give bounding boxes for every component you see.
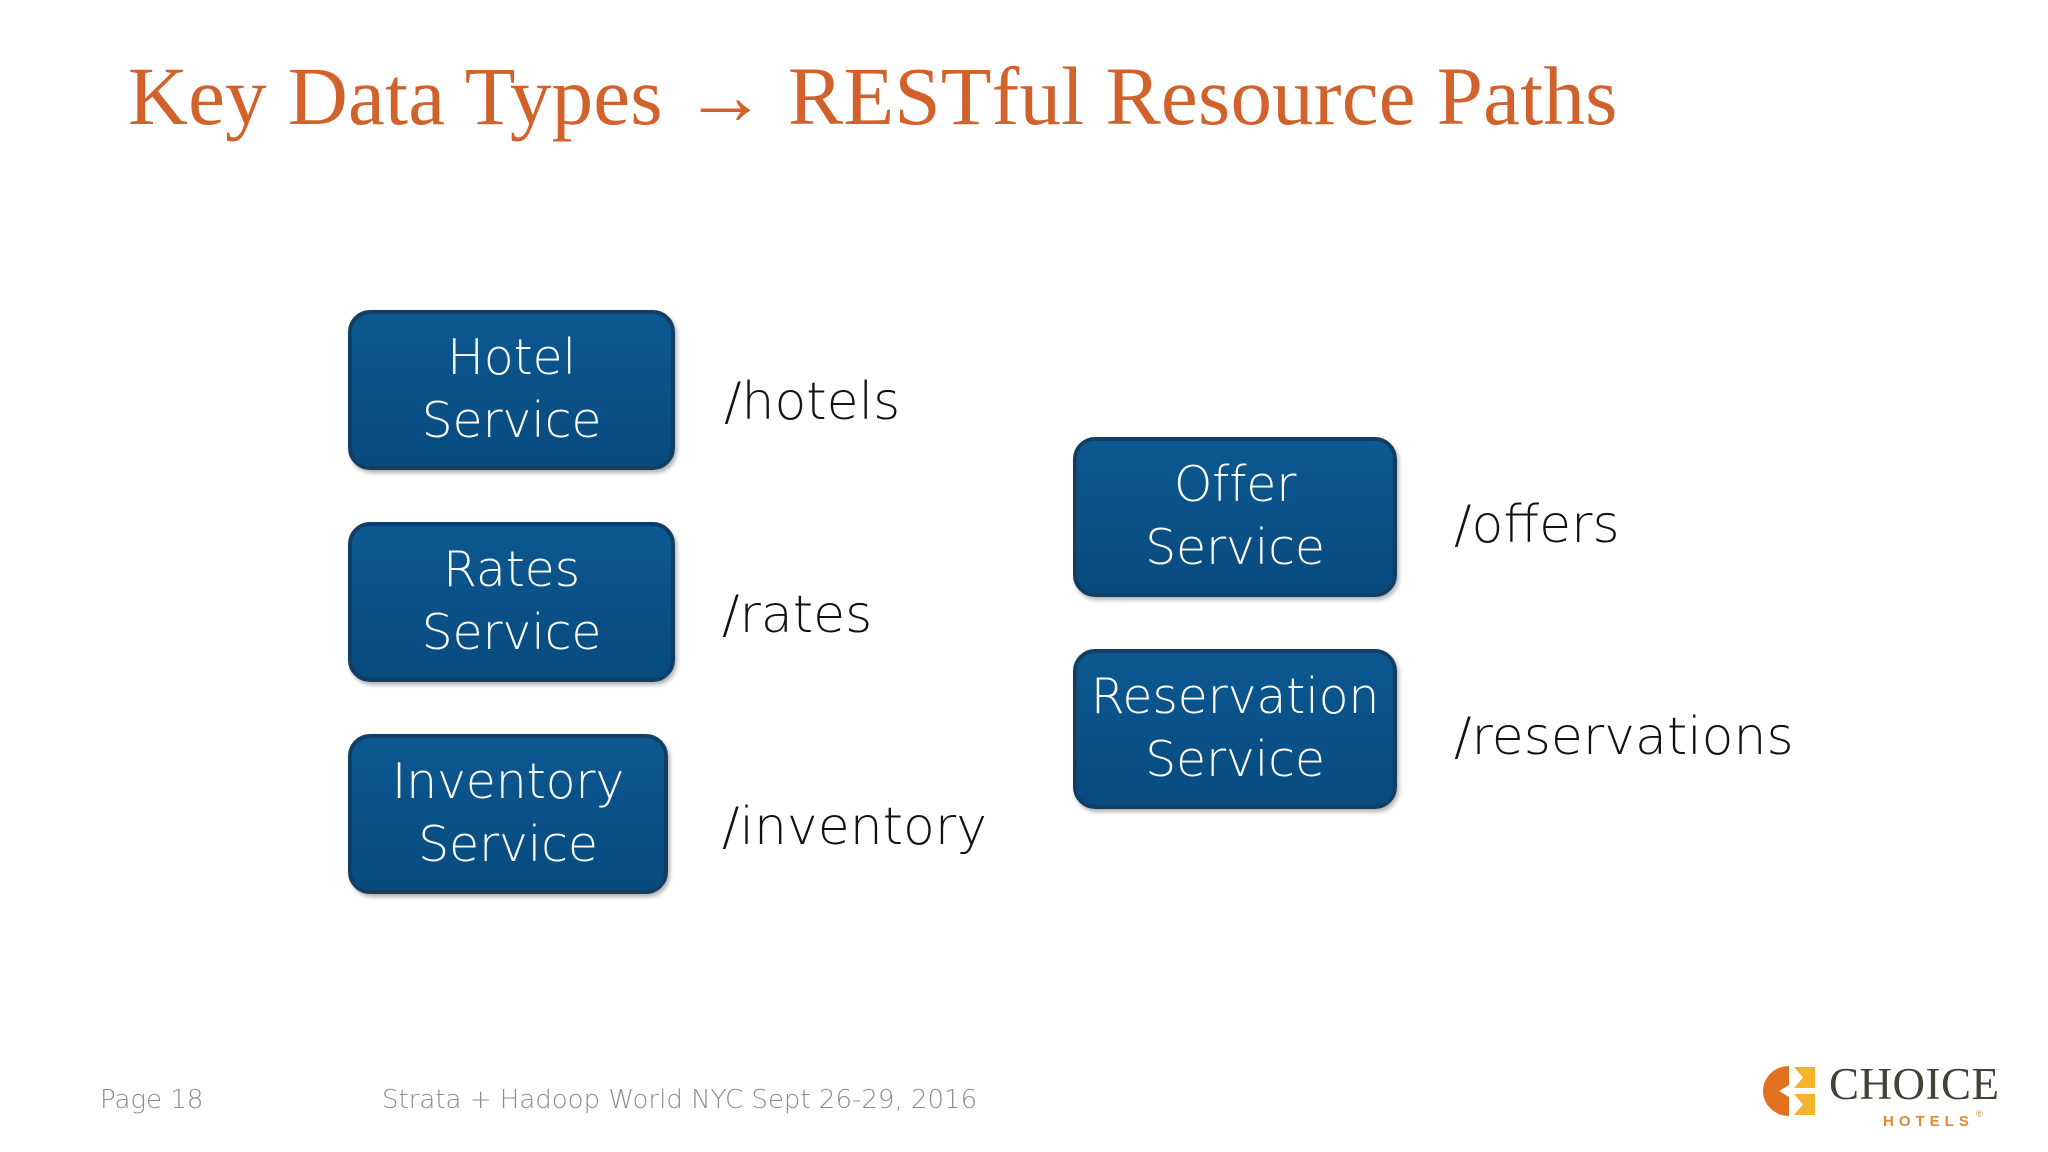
service-box-offer-line1: Offer xyxy=(1173,456,1297,514)
service-box-inventory[interactable]: Inventory Service xyxy=(348,734,668,894)
service-box-rates-line2: Service xyxy=(421,604,602,661)
service-box-inventory-line2: Service xyxy=(418,816,598,873)
service-box-reservation-line1: Reservation xyxy=(1090,668,1380,726)
event-name: Strata + Hadoop World NYC Sept 26-29, 20… xyxy=(382,1085,978,1115)
choice-logo-mark-icon xyxy=(1763,1066,1815,1116)
path-label-reservations: /reservations xyxy=(1454,707,1794,767)
service-box-hotel-line1: Hotel xyxy=(447,329,576,387)
choice-hotels-logo: CHOICE HOTELS ® xyxy=(1763,1062,2003,1134)
page-number: Page 18 xyxy=(100,1085,204,1115)
service-box-rates-line1: Rates xyxy=(443,541,580,599)
service-box-offer[interactable]: Offer Service xyxy=(1073,437,1397,597)
service-box-reservation-line2: Service xyxy=(1145,731,1325,788)
service-box-hotel-line2: Service xyxy=(421,392,602,449)
path-label-rates: /rates xyxy=(722,585,873,645)
path-label-hotels: /hotels xyxy=(724,372,901,432)
choice-logo-wordmark: CHOICE xyxy=(1829,1059,2000,1109)
service-box-rates[interactable]: Rates Service xyxy=(348,522,675,682)
choice-logo-subwordmark: HOTELS xyxy=(1883,1113,1974,1130)
page-title: Key Data Types → RESTful Resource Paths xyxy=(128,50,1618,142)
service-box-hotel[interactable]: Hotel Service xyxy=(348,310,675,470)
service-box-reservation[interactable]: Reservation Service xyxy=(1073,649,1397,809)
path-label-offers: /offers xyxy=(1454,495,1620,555)
path-label-inventory: /inventory xyxy=(722,797,988,857)
service-box-offer-line2: Service xyxy=(1145,519,1325,576)
service-box-inventory-line1: Inventory xyxy=(391,753,625,811)
choice-logo-trademark: ® xyxy=(1976,1109,1983,1119)
